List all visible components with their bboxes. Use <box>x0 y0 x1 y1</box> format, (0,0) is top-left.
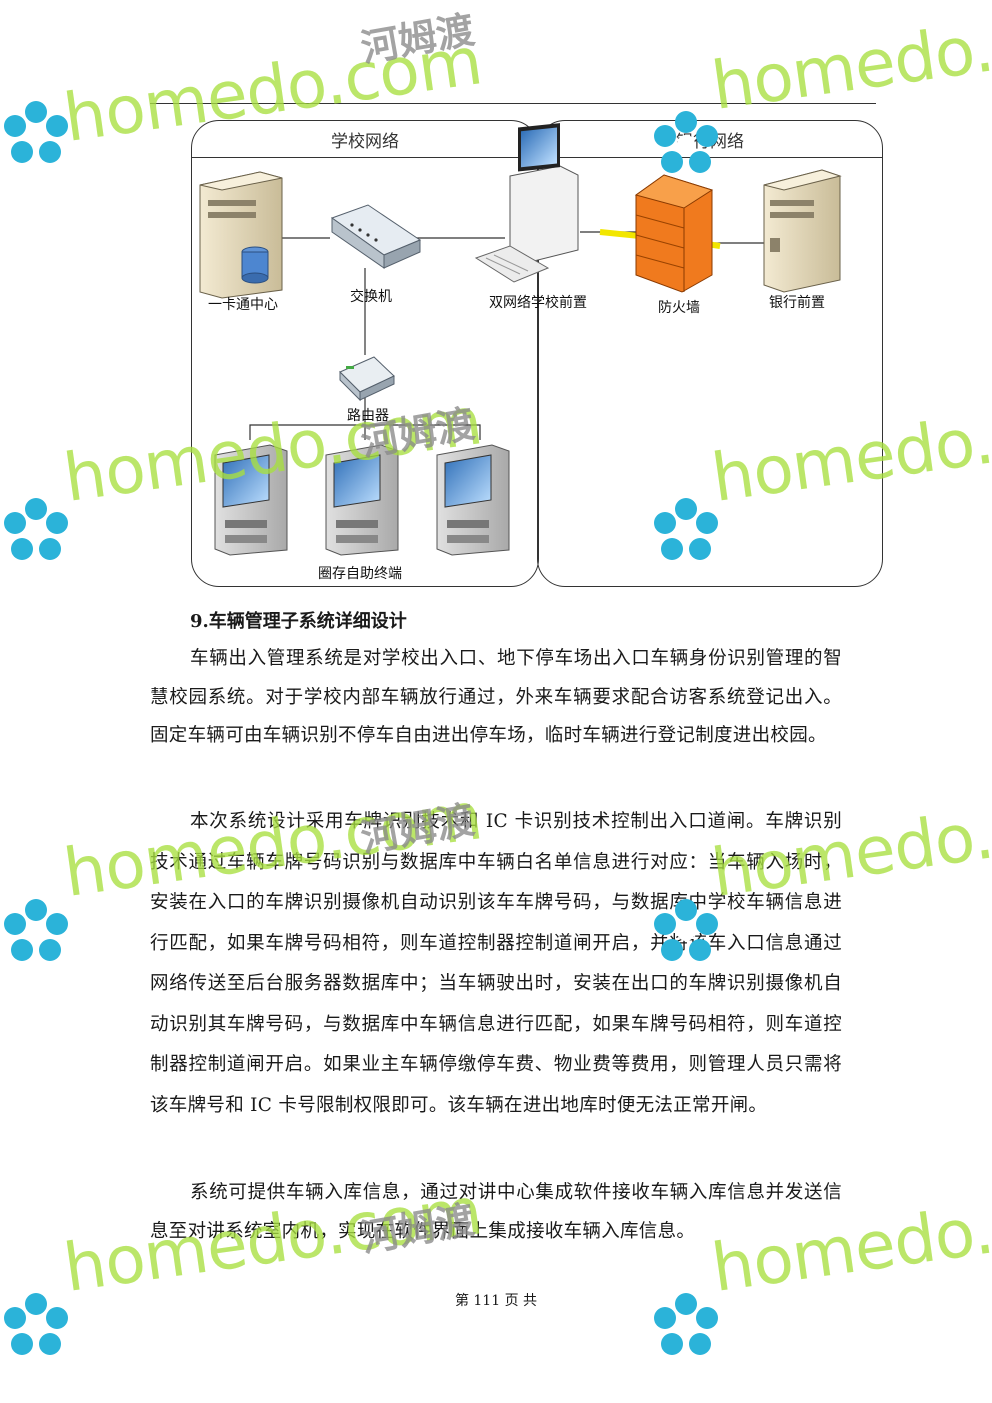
homedo-flower-logo-icon <box>4 899 68 961</box>
network-diagram: 学校网络 银行网络 <box>0 0 992 600</box>
homedo-flower-logo-icon <box>654 498 718 560</box>
card-center-server-icon <box>199 171 283 299</box>
dual-frontend-label: 双网络学校前置 <box>489 295 587 311</box>
kiosk-icon-2 <box>325 444 399 556</box>
homedo-flower-logo-icon <box>4 1293 68 1355</box>
page-footer: 第 111 页 共 <box>454 1293 538 1309</box>
homedo-flower-logo-icon <box>654 899 718 961</box>
firewall-label: 防火墙 <box>658 300 700 316</box>
homedo-flower-logo-icon <box>4 498 68 560</box>
firewall-icon <box>634 174 714 293</box>
paragraph-3: 系统可提供车辆入库信息，通过对讲中心集成软件接收车辆入库信息并发送信息至对讲系统… <box>150 1182 842 1242</box>
bank-frontend-label: 银行前置 <box>769 295 825 311</box>
router-label: 路由器 <box>347 408 389 424</box>
router-icon <box>339 356 395 402</box>
switch-label: 交换机 <box>350 289 392 305</box>
kiosk-icon-3 <box>436 444 510 556</box>
kiosk-icon-1 <box>214 444 288 556</box>
paragraph-3-block: 系统可提供车辆入库信息，通过对讲中心集成软件接收车辆入库信息并发送信息至对讲系统… <box>150 1174 842 1251</box>
paragraph-2-block: 本次系统设计采用车牌识别技术和 IC 卡识别技术控制出入口道闸。车牌识别技术通过… <box>150 802 842 1126</box>
section-heading: 9.车辆管理子系统详细设计 <box>190 611 407 632</box>
homedo-flower-logo-icon <box>654 1293 718 1355</box>
paragraph-2: 本次系统设计采用车牌识别技术和 IC 卡识别技术控制出入口道闸。车牌识别技术通过… <box>150 811 842 1116</box>
bank-server-icon <box>763 169 842 293</box>
switch-icon <box>330 204 422 269</box>
terminals-label: 圈存自助终端 <box>318 566 402 582</box>
diagram-graphics <box>199 123 842 556</box>
homedo-flower-logo-icon <box>654 111 718 173</box>
school-frontend-computer-icon <box>474 123 579 283</box>
school-network-zone: 学校网络 <box>191 120 539 587</box>
homedo-flower-logo-icon <box>4 101 68 163</box>
header-rule <box>150 103 876 104</box>
paragraph-1: 车辆出入管理系统是对学校出入口、地下停车场出入口车辆身份识别管理的智慧校园系统。… <box>150 648 842 746</box>
school-network-title: 学校网络 <box>192 121 538 158</box>
paragraph-1-block: 车辆出入管理系统是对学校出入口、地下停车场出入口车辆身份识别管理的智慧校园系统。… <box>150 640 842 756</box>
card-center-label: 一卡通中心 <box>208 297 278 313</box>
